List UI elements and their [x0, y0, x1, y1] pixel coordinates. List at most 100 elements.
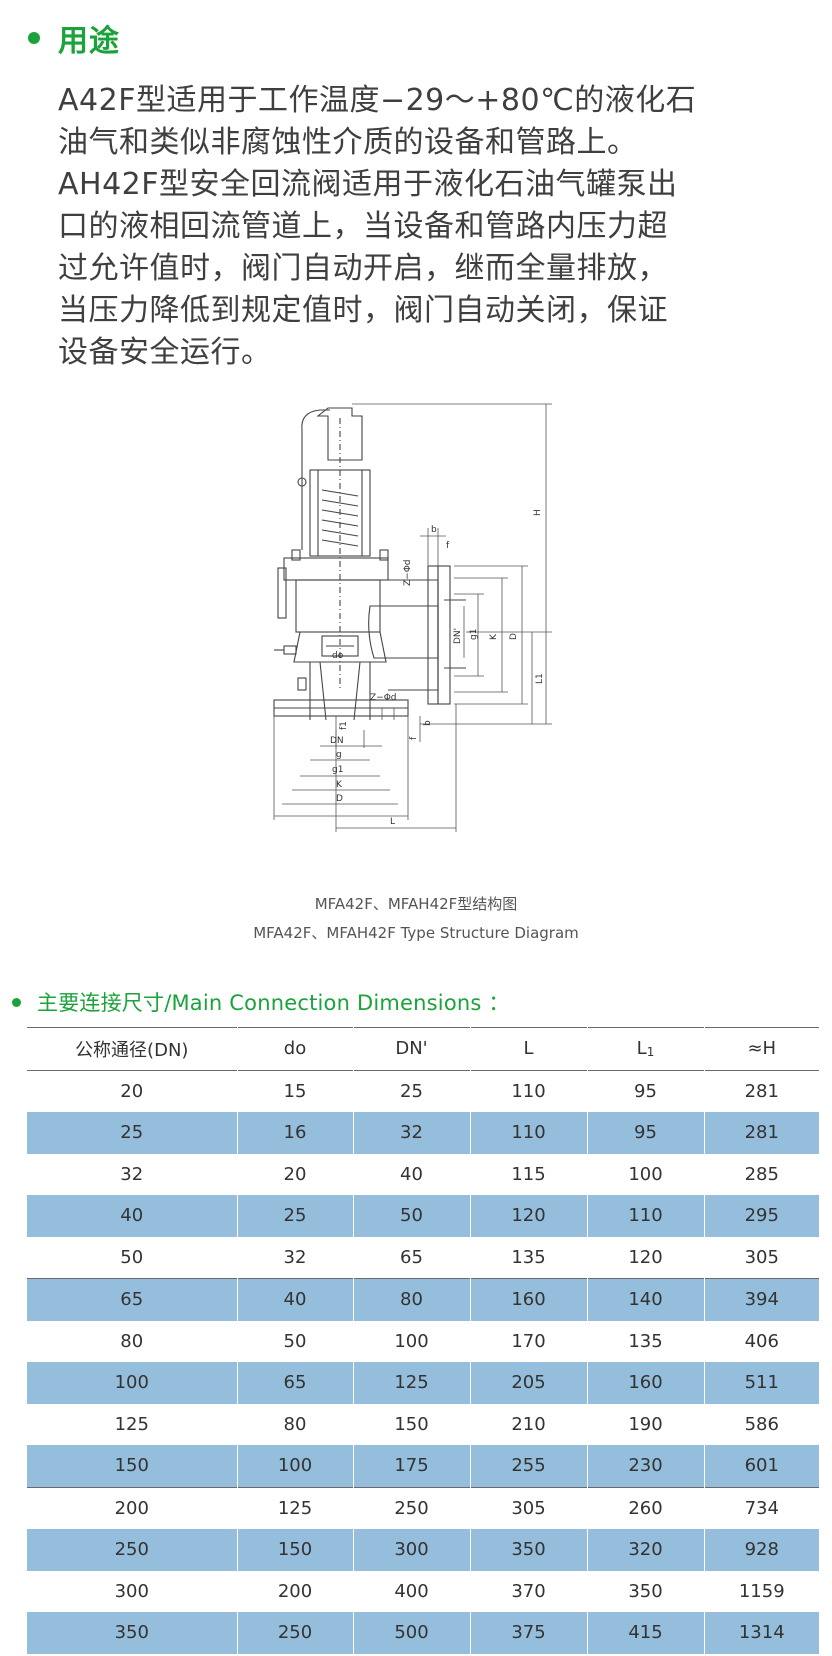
- dim-label-b-bottom: b: [423, 720, 433, 726]
- dim-label-k: K: [489, 633, 499, 640]
- cell-l: 255: [469, 1445, 587, 1487]
- cell-dnp: 175: [352, 1445, 470, 1487]
- usage-line: A42F型适用于工作温度−29～+80℃的液化石: [58, 83, 697, 118]
- header-h: ≈H: [703, 1027, 819, 1070]
- header-do: do: [236, 1027, 353, 1070]
- cell-dnp: 40: [352, 1153, 470, 1195]
- cell-l1: 140: [586, 1278, 704, 1321]
- cell-do: 65: [236, 1362, 353, 1404]
- cell-do: 125: [236, 1487, 353, 1529]
- cell-dn: 50: [120, 1246, 144, 1268]
- dim-label-dn: DN: [330, 736, 344, 746]
- header-dnp: DN': [352, 1027, 470, 1070]
- cell-do: 15: [236, 1070, 353, 1112]
- cell-l: 120: [469, 1195, 587, 1237]
- cell-h: 394: [703, 1278, 819, 1321]
- header-l: L: [469, 1027, 587, 1070]
- cell-l1: 110: [586, 1195, 704, 1237]
- cell-dn: 125: [114, 1413, 149, 1435]
- dim-label-dnp: DN': [453, 628, 463, 644]
- cell-h: 928: [703, 1529, 819, 1571]
- header-l1-sub: 1: [646, 1045, 655, 1060]
- dim-label-do: do: [332, 651, 344, 661]
- header-l1-base: L: [636, 1038, 647, 1060]
- cell-do: 32: [236, 1236, 353, 1279]
- cell-do: 150: [236, 1529, 353, 1571]
- cell-h: 734: [703, 1487, 819, 1529]
- cell-dn: 65: [27, 1278, 237, 1321]
- table-header-row: 公称通径(DN) do DN' L L1 ≈H: [27, 1027, 819, 1070]
- header-l1: L1: [586, 1027, 704, 1070]
- cell-l: 370: [469, 1570, 587, 1612]
- usage-line: 过允许值时，阀门自动开启，继而全量排放，: [58, 251, 668, 286]
- cell-l: 375: [469, 1612, 587, 1654]
- cell-dnp: 250: [352, 1487, 470, 1529]
- cell-do: 200: [236, 1570, 353, 1612]
- cell-dnp: 32: [352, 1112, 470, 1154]
- dim-label-l1: L1: [535, 673, 545, 684]
- diagram-caption-cn: MFA42F、MFAH42F型结构图: [314, 895, 518, 913]
- cell-l1: 100: [586, 1153, 704, 1195]
- cell-l: 350: [469, 1529, 587, 1571]
- cell-dn: 350: [27, 1612, 237, 1654]
- cell-h: 285: [703, 1153, 819, 1195]
- cell-l1: 95: [586, 1112, 704, 1154]
- dim-label-b-top: b: [431, 525, 437, 535]
- dim-label-g: g: [336, 750, 342, 760]
- cell-dnp: 400: [352, 1570, 470, 1612]
- cell-dnp: 65: [352, 1236, 470, 1279]
- diagram-caption-en: MFA42F、MFAH42F Type Structure Diagram: [253, 924, 579, 942]
- cell-l1: 135: [586, 1320, 704, 1362]
- cell-dn: 150: [27, 1445, 237, 1487]
- cell-dn: 32: [120, 1163, 144, 1185]
- cell-do: 40: [236, 1278, 353, 1321]
- cell-do: 16: [236, 1112, 353, 1154]
- cell-l1: 230: [586, 1445, 704, 1487]
- cell-do: 20: [236, 1153, 353, 1195]
- cell-dnp: 100: [352, 1320, 470, 1362]
- cell-dnp: 80: [352, 1278, 470, 1321]
- cell-l: 170: [469, 1320, 587, 1362]
- section-usage-header: 用途: [28, 18, 120, 59]
- cell-dn: 300: [114, 1580, 149, 1602]
- cell-dn: 200: [114, 1497, 149, 1519]
- cell-dnp: 150: [352, 1403, 470, 1445]
- cell-l: 135: [469, 1236, 587, 1279]
- cell-h: 1314: [703, 1612, 819, 1654]
- dim-label-zd-top: Z−Φd: [403, 559, 413, 586]
- cell-dn: 40: [27, 1195, 237, 1237]
- cell-l1: 160: [586, 1362, 704, 1404]
- cell-l1: 260: [586, 1487, 704, 1529]
- cell-dnp: 25: [352, 1070, 470, 1112]
- cell-dn: 80: [120, 1330, 144, 1352]
- cell-h: 1159: [703, 1570, 819, 1612]
- usage-line: 口的液相回流管道上，当设备和管路内压力超: [58, 209, 668, 244]
- dim-label-k-bottom: K: [336, 780, 343, 790]
- cell-l1: 190: [586, 1403, 704, 1445]
- cell-h: 295: [703, 1195, 819, 1237]
- cell-l: 110: [469, 1112, 587, 1154]
- cell-l1: 350: [586, 1570, 704, 1612]
- cell-dn: 20: [120, 1080, 144, 1102]
- cell-l: 115: [469, 1153, 587, 1195]
- header-dn: 公称通径(DN): [75, 1039, 189, 1061]
- cell-h: 281: [703, 1070, 819, 1112]
- usage-line: AH42F型安全回流阀适用于液化石油气罐泵出: [58, 167, 678, 202]
- cell-h: 586: [703, 1403, 819, 1445]
- cell-dn: 25: [27, 1112, 237, 1154]
- dim-label-l: L: [390, 817, 395, 827]
- cell-dn: 250: [27, 1529, 237, 1571]
- dim-label-f1: f1: [339, 721, 349, 730]
- bullet-icon: [12, 997, 21, 1007]
- dim-label-g1-bottom: g1: [332, 765, 343, 775]
